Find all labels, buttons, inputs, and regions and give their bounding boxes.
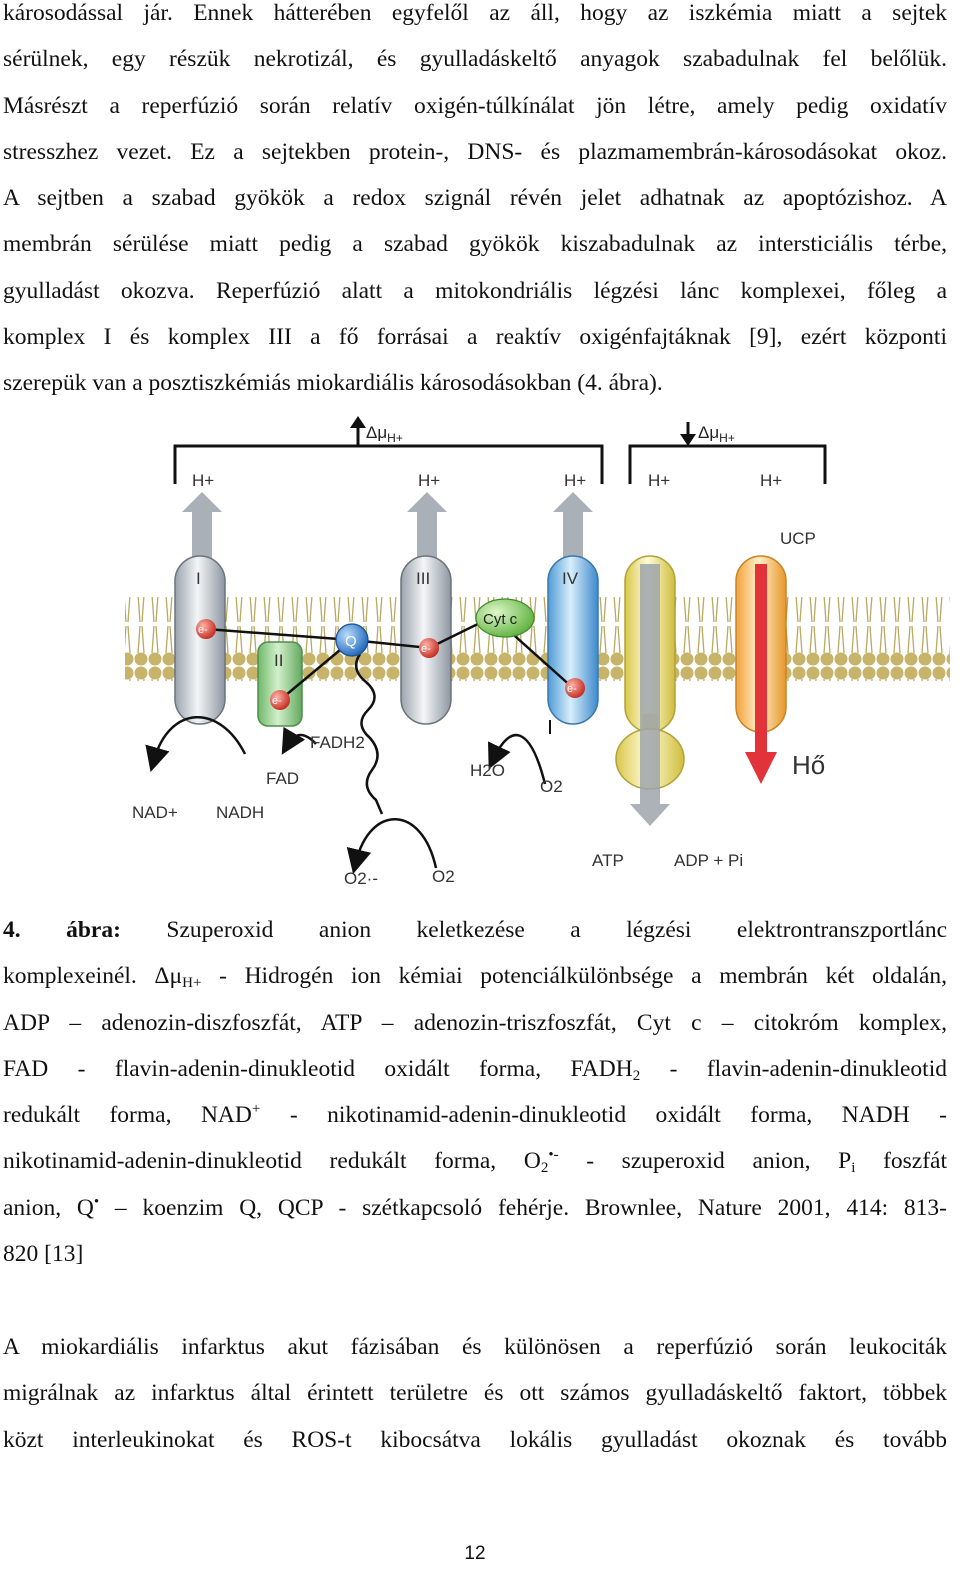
page-number: 12 <box>464 1543 486 1564</box>
body-paragraph-1: károsodással jár. Ennek hátterében egyfe… <box>3 0 947 407</box>
caption-line: komplexeinél. ΔμH+ - Hidrogén ion kémiai… <box>3 953 947 999</box>
h2o-label: H2O <box>470 761 505 780</box>
h-plus-label: H+ <box>564 471 586 490</box>
caption-text: anion, Q <box>3 1194 94 1221</box>
svg-text:e-: e- <box>272 695 282 707</box>
coenzyme-q: Q <box>335 623 369 657</box>
adp-pi-label: ADP + Pi <box>674 851 743 870</box>
complex-iv <box>547 555 599 725</box>
text-line: sérülnek, egy részük nekrotizál, és gyul… <box>3 46 947 73</box>
body-paragraph-2: A miokardiális infarktus akut fázisában … <box>3 1324 947 1463</box>
cytochrome-c: Cyt c <box>475 598 535 638</box>
figure-caption: 4. ábra: Szuperoxid anion keletkezése a … <box>3 907 947 1277</box>
svg-text:e-: e- <box>198 624 208 636</box>
caption-superscript: + <box>251 1101 261 1118</box>
atp-synthase <box>615 555 685 826</box>
heat-arrow-icon <box>745 564 777 784</box>
electron-path-line <box>205 616 491 650</box>
complex-ii <box>257 641 303 727</box>
text-line: A sejtben a szabad gyökök a redox szigná… <box>3 185 947 212</box>
h-plus-label: H+ <box>760 471 782 490</box>
electron-particle: e- <box>270 690 290 710</box>
atp-label: ATP <box>592 851 624 870</box>
o2-label: O2 <box>540 777 563 796</box>
complex-i <box>174 555 226 725</box>
caption-line: 820 [13] <box>3 1241 84 1268</box>
text-line: membrán sérülése miatt pedig a szabad gy… <box>3 231 947 258</box>
electron-particle: e- <box>419 638 439 658</box>
caption-subscript: 2 <box>632 1067 641 1084</box>
caption-subscript: 2 <box>540 1160 549 1177</box>
caption-title: Szuperoxid anion keletkezése a légzési e… <box>166 917 948 943</box>
proton-pump-arrow-icon <box>553 492 593 564</box>
caption-text: - flavin-adenin-dinukleotid <box>640 1055 947 1082</box>
caption-superscript: • <box>93 1193 100 1210</box>
complex-iv-label: IV <box>562 569 579 588</box>
fadh2-label: FADH2 <box>310 733 365 752</box>
oxygen-reduction-arrow-icon <box>488 733 547 785</box>
ucp-label: UCP <box>780 529 816 548</box>
svg-text:Q: Q <box>345 633 357 650</box>
h-plus-label: H+ <box>192 471 214 490</box>
uncoupling-protein <box>735 555 787 784</box>
proton-gradient-bracket-left <box>173 416 604 484</box>
caption-text: nikotinamid-adenin-dinukleotid redukált … <box>3 1148 541 1175</box>
delta-mu-label-right: ΔμH+ <box>698 423 735 445</box>
caption-text: foszfát <box>855 1148 948 1175</box>
h-plus-label: H+ <box>418 471 440 490</box>
superoxide-label: O2·- <box>344 869 378 888</box>
caption-text: - nikotinamid-adenin-dinukleotid oxidált… <box>260 1102 947 1129</box>
text-line: migrálnak az infarktus által érintett te… <box>3 1380 947 1407</box>
electron-particle: e- <box>565 678 585 698</box>
complex-iii-label: III <box>416 569 430 588</box>
o2-label: O2 <box>432 867 455 886</box>
caption-text: komplexeinél. Δμ <box>3 963 183 990</box>
caption-line: 4. ábra: Szuperoxid anion keletkezése a … <box>3 907 947 953</box>
proton-pump-arrow-icon <box>182 492 222 564</box>
caption-subscript: H+ <box>182 975 202 992</box>
caption-text: – koenzim Q, QCP - szétkapcsoló fehérje.… <box>99 1194 947 1221</box>
lipid-bilayer-membrane <box>125 597 950 681</box>
nadh-label: NADH <box>216 803 264 822</box>
text-line: szerepük van a posztiszkémiás miokardiál… <box>3 370 663 397</box>
superoxide-formation-arrow-icon <box>346 818 438 875</box>
heat-label: Hő <box>792 750 825 780</box>
fadh2-oxidation-arrow-icon <box>281 726 317 755</box>
caption-subscript: i <box>851 1160 856 1177</box>
complex-i-label: I <box>196 569 201 588</box>
text-line: gyulladást okozva. Reperfúzió alatt a mi… <box>3 277 947 304</box>
text-line: közt interleukinokat és ROS-t kibocsátva… <box>3 1426 947 1453</box>
caption-line: redukált forma, NAD+ - nikotinamid-adeni… <box>3 1092 947 1138</box>
caption-text: - szuperoxid anion, P <box>558 1148 852 1175</box>
caption-text: redukált forma, NAD <box>3 1102 252 1129</box>
text-line: károsodással jár. Ennek hátterében egyfe… <box>3 0 947 26</box>
caption-line: FAD - flavin-adenin-dinukleotid oxidált … <box>3 1046 947 1092</box>
caption-line: nikotinamid-adenin-dinukleotid redukált … <box>3 1138 947 1184</box>
complex-ii-label: II <box>274 651 283 670</box>
fad-label: FAD <box>266 769 299 788</box>
proton-pump-arrow-icon <box>407 492 447 564</box>
electron-transport-chain-figure: ΔμH+ ΔμH+ H+ H+ H+ H+ H+ I II III IV UCP… <box>125 416 950 888</box>
nad-plus-label: NAD+ <box>132 803 178 822</box>
text-line: stresszhez vezet. Ez a sejtekben protein… <box>3 138 947 165</box>
electron-particle: e- <box>196 619 216 639</box>
text-line: komplex I és komplex III a fő forrásai a… <box>3 324 947 351</box>
h-plus-label: H+ <box>648 471 670 490</box>
delta-mu-label-left: ΔμH+ <box>366 423 403 445</box>
svg-text:e-: e- <box>421 643 431 655</box>
svg-text:Cyt c: Cyt c <box>483 611 518 628</box>
text-line: Másrészt a reperfúzió során relatív oxig… <box>3 92 947 119</box>
nadh-oxidation-arrow-icon <box>145 716 247 773</box>
caption-line: ADP – adenozin-diszfoszfát, ATP – adenoz… <box>3 1009 947 1036</box>
superoxide-leak-line <box>354 653 384 815</box>
caption-text: FAD - flavin-adenin-dinukleotid oxidált … <box>3 1055 633 1082</box>
caption-line: anion, Q• – koenzim Q, QCP - szétkapcsol… <box>3 1185 947 1231</box>
svg-text:e-: e- <box>567 683 577 695</box>
text-line: A miokardiális infarktus akut fázisában … <box>3 1334 947 1360</box>
caption-label: 4. ábra: <box>3 917 121 943</box>
caption-text: - Hidrogén ion kémiai potenciálkülönbség… <box>201 963 947 990</box>
caption-superscript: •- <box>548 1147 559 1164</box>
proton-gradient-bracket-right <box>628 422 827 484</box>
